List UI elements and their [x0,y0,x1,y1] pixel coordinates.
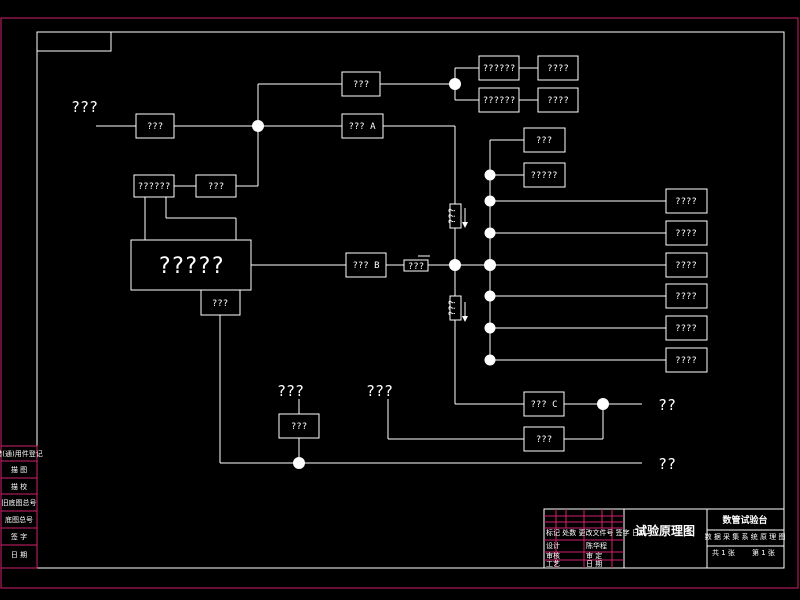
svg-text:??? B: ??? B [352,261,379,271]
svg-text:??? A: ??? A [348,122,376,132]
svg-text:???: ??? [291,422,307,432]
svg-text:????: ???? [675,197,697,207]
box-b: ??? B [345,252,387,278]
lower-mid-label: ??? [366,382,393,400]
sheet-total: 共 1 张 [712,548,735,557]
vertical-tag-2: ??? [448,295,462,321]
input-label: ??? [71,98,98,116]
input-box: ??? [135,113,175,139]
left-small-box: ?????? [133,174,175,198]
svg-text:????: ???? [547,96,569,106]
main-box: ????? [130,239,252,291]
title-block-value: 陈华程 [586,541,607,550]
svg-text:??????: ?????? [483,96,516,106]
drawing-title: 试验原理图 [635,523,695,538]
svg-text:?????: ????? [530,171,557,181]
right-output-box-5: ???? [665,315,708,341]
svg-text:????: ???? [675,292,697,302]
output-c-label: ?? [658,396,676,414]
right-output-box-4: ???? [665,283,708,309]
svg-text:?????: ????? [158,254,224,279]
box-c-lower: ??? [523,426,565,452]
svg-text:???: ??? [147,122,163,132]
right-top-box-1: ??? [523,127,566,153]
box-b-inline: ??? [403,259,429,272]
project-name: 数管试验台 [722,514,767,526]
right-output-box-2: ???? [665,220,708,246]
sheet-number: 第 1 张 [752,548,775,557]
left-small-box-2: ??? [195,174,237,198]
svg-text:???: ??? [536,435,552,445]
right-output-box-3: ???? [665,252,708,278]
svg-text:???: ??? [408,262,424,272]
lower-left-label: ??? [277,382,304,400]
side-strip-item: 描 图 [11,465,27,474]
title-block-value: 日 期 [586,560,602,568]
svg-text:???: ??? [353,80,369,90]
title-block-row: 审核 [546,551,560,560]
side-strip-item: 签 字 [11,532,27,541]
side-strip: 借(通)用件登记 描 图 描 校 旧底图总号 底图总号 签 字 日 期 [0,445,43,569]
vertical-tag-1: ??? [448,203,462,229]
junctions [252,78,609,469]
top-right-box-2a: ?????? [478,87,520,113]
top-right-box-1a: ?????? [478,55,520,81]
title-block: 标记 处数 更改文件号 签字 日期 设计 审核 工艺 陈华程 审 定 日 期 试… [543,508,786,569]
svg-text:???: ??? [212,299,228,309]
main-under-box: ??? [200,289,241,316]
title-block-value: 审 定 [586,551,602,560]
project-subline: 数 据 采 集 系 统 原 理 图 [705,532,786,541]
inner-frame [36,31,785,569]
svg-text:???: ??? [536,136,552,146]
output-bottom-label: ?? [658,455,676,473]
box-c: ??? C [523,391,565,417]
side-strip-item: 底图总号 [5,515,33,524]
svg-text:??? C: ??? C [530,400,557,410]
side-strip-item: 借(通)用件登记 [0,449,43,458]
right-top-box-2: ????? [523,162,566,188]
right-output-box-6: ???? [665,347,708,373]
svg-text:????: ???? [675,261,697,271]
lower-left-box: ??? [278,413,320,439]
top-right-box-2b: ???? [537,87,579,113]
title-block-row: 设计 [546,541,560,550]
svg-text:????: ???? [675,324,697,334]
wires [96,67,666,464]
box-a: ??? A [341,113,384,139]
top-mid-box: ??? [341,71,381,97]
svg-text:????: ???? [675,229,697,239]
svg-text:???: ??? [208,182,224,192]
side-strip-item: 旧底图总号 [2,498,37,507]
svg-text:????: ???? [675,356,697,366]
outer-frame [0,17,799,589]
right-output-box-1: ???? [665,188,708,214]
corner-tag-box [36,31,112,52]
svg-text:??????: ?????? [483,64,516,74]
svg-text:????: ???? [547,64,569,74]
svg-text:???: ??? [448,300,458,316]
side-strip-item: 日 期 [11,551,27,559]
side-strip-item: 描 校 [11,482,27,491]
top-right-box-1b: ???? [537,55,579,81]
title-block-row: 标记 处数 更改文件号 签字 日期 [546,528,646,537]
svg-text:???: ??? [448,208,458,224]
title-block-row: 工艺 [546,560,560,568]
svg-text:??????: ?????? [138,182,171,192]
